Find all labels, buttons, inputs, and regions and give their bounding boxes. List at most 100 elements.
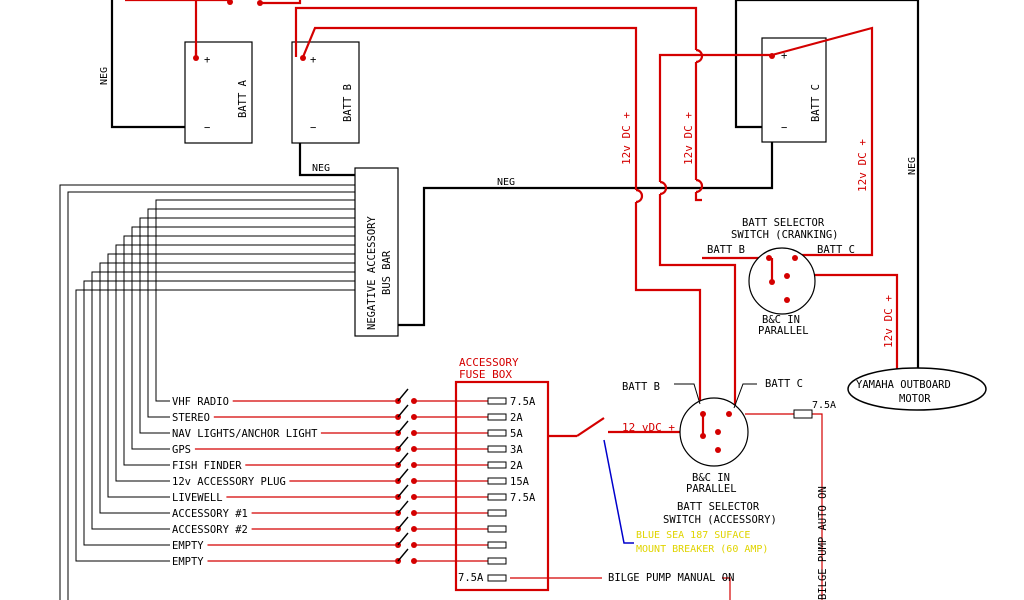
fuse-icon [487,525,507,533]
circuit-list: VHF RADIO 7.5A STEREO 2A NAV LIGHTS/ANCHOR L… [75,199,536,582]
circuit-ground-wire [155,199,355,402]
switch-lever[interactable] [397,548,409,562]
fuse-rating: 5A [510,428,523,440]
switch-lever[interactable] [397,532,409,546]
yamaha-motor: YAMAHA OUTBOARD MOTOR [847,367,987,411]
fuse-icon [487,397,507,405]
switch-lever[interactable] [397,436,409,450]
circuit-ground-wire [115,244,355,482]
cranking-label-1: BATT SELECTOR [742,217,825,229]
circuit-ground-wire [99,262,355,514]
breaker-label-1: BLUE SEA 187 SUFACE [636,530,750,541]
fuse-rating: 2A [510,460,523,472]
accessory-fuse-box: ACCESSORY FUSE BOX [454,356,550,592]
switch-lever[interactable] [397,388,409,402]
batt-c-plus: + [781,50,787,62]
cranking-batt-b: BATT B [707,244,745,256]
circuit-name: EMPTY [172,556,204,568]
neg-label-battc: NEG [497,177,515,188]
neg-label-left: NEG [99,67,110,85]
circuit-name: 12v ACCESSORY PLUG [172,476,286,488]
switch-lever[interactable] [397,484,409,498]
circuit-ground-wire [83,280,355,546]
circuit-ground-wire [131,226,355,450]
circuit-name: GPS [172,444,191,456]
acc-batt-b: BATT B [622,381,660,393]
circuit-name: STEREO [172,412,210,424]
inline-fuse-label: 7.5A [812,400,836,411]
bus-bar-label-1: NEGATIVE ACCESSORY [366,216,378,330]
fuse-rating: 7.5A [510,396,536,408]
batt-c-minus: − [781,122,787,134]
dc-label-4: 12v DC + [882,295,895,348]
circuit-ground-wire [123,235,355,466]
circuit-name: LIVEWELL [172,492,223,504]
fuse-icon [487,557,507,565]
batt-c-label: BATT C [810,84,822,122]
cranking-label-2: SWITCH (CRANKING) [731,229,838,241]
circuit-name: EMPTY [172,540,204,552]
fuse-icon [487,493,507,501]
cranking-parallel-1: B&C IN [762,314,800,326]
switch-lever[interactable] [397,468,409,482]
batt-a-plus: + [204,54,210,66]
fuse-icon [487,461,507,469]
fuse-box-label-2: FUSE BOX [459,368,512,381]
dc-label-2: 12v DC + [682,112,695,165]
switch-lever[interactable] [397,516,409,530]
fuse-icon [487,445,507,453]
fuse-rating: 7.5A [510,492,536,504]
circuit-name: ACCESSORY #2 [172,524,248,536]
acc-switch-label-1: BATT SELECTOR [677,501,760,513]
bilge-manual-label: BILGE PUMP MANUAL ON [608,572,734,584]
fuse-rating: 15A [510,476,530,488]
fusebox-7-5a-label: 7.5A [458,572,484,584]
bilge-auto-label: BILGE PUMP AUTO ON [817,486,829,600]
cranking-batt-c: BATT C [817,244,855,256]
neg-label-right: NEG [907,157,918,175]
acc-parallel-1: B&C IN [692,472,730,484]
batt-a-minus: − [204,122,210,134]
switch-lever[interactable] [397,420,409,434]
circuit-name: NAV LIGHTS/ANCHOR LIGHT [172,428,318,440]
negative-wires [59,0,920,600]
motor-label-1: YAMAHA OUTBOARD [856,379,951,391]
circuit-ground-wire [107,253,355,498]
fuse-icon [487,509,507,517]
fuse-rating: 2A [510,412,523,424]
cranking-selector-switch: BATT SELECTOR SWITCH (CRANKING) BATT B B… [707,217,855,337]
acc-parallel-2: PARALLEL [686,483,737,495]
circuit-name: FISH FINDER [172,460,242,472]
positive-wires [125,0,899,600]
motor-label-2: MOTOR [899,393,931,405]
batt-b-minus: − [310,122,316,134]
vdc-label: 12 vDC + [622,421,675,434]
circuit-ground-wire [139,217,355,434]
fuse-icon [487,413,507,421]
batt-b-plus: + [310,54,316,66]
negative-bus-bar: NEGATIVE ACCESSORY BUS BAR [354,167,399,337]
acc-batt-c: BATT C [765,378,803,390]
fuse-icon [487,429,507,437]
dc-label-1: 12v DC + [620,112,633,165]
circuit-ground-wire [91,271,355,530]
cranking-parallel-2: PARALLEL [758,325,809,337]
accessory-selector-switch: BATT B BATT C B&C IN PARALLEL BATT SELEC… [622,378,803,526]
switch-lever[interactable] [397,404,409,418]
circuit-ground-wire [147,208,355,418]
dc-label-3: 12v DC + [856,139,869,192]
bus-bar-label-2: BUS BAR [381,250,393,295]
circuit-name: ACCESSORY #1 [172,508,248,520]
fuse-icon [487,574,507,582]
batt-b-label: BATT B [342,84,354,122]
acc-switch-label-2: SWITCH (ACCESSORY) [663,514,777,526]
neg-label-battb: NEG [312,163,330,174]
circuit-name: VHF RADIO [172,396,229,408]
switch-lever[interactable] [397,500,409,514]
fuse-icon [487,541,507,549]
switch-lever[interactable] [397,452,409,466]
batt-a-label: BATT A [237,79,249,118]
fuse-rating: 3A [510,444,523,456]
circuit-ground-wire [75,289,355,562]
